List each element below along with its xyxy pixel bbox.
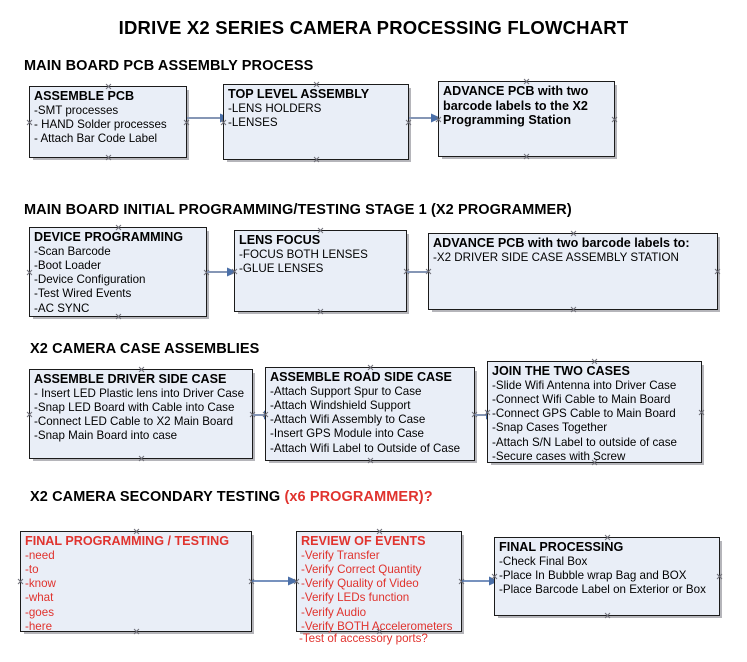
node-line: -Connect Wifi Cable to Main Board: [492, 392, 671, 406]
node-line: -goes: [25, 605, 55, 619]
section-header-3: X2 CAMERA CASE ASSEMBLIES: [30, 341, 259, 357]
node-line: -Connect LED Cable to X2 Main Board: [34, 415, 234, 429]
node-line: -Verify Correct Quantity: [301, 562, 422, 576]
node-title: FINAL PROGRAMMING / TESTING: [25, 534, 230, 548]
node-line: -SMT processes: [34, 103, 119, 117]
handle-bottom-icon: [604, 612, 611, 619]
node-title: ADVANCE PCB with two barcode labels to:: [433, 236, 690, 250]
node-title: ASSEMBLE PCB: [34, 89, 135, 103]
node-line: -LENS HOLDERS: [228, 101, 322, 115]
node-assemble-driver-side-case[interactable]: ASSEMBLE DRIVER SIDE CASE - Insert LED P…: [29, 369, 253, 459]
node-line: -Test Wired Events: [34, 287, 132, 301]
node-line: -AC SYNC: [34, 301, 90, 315]
node-line: -know: [25, 577, 56, 591]
node-line: -Place Barcode Label on Exterior or Box: [499, 583, 706, 597]
node-line: -Verify Audio: [301, 605, 367, 619]
page-title: IDRIVE X2 SERIES CAMERA PROCESSING FLOWC…: [118, 17, 629, 38]
handle-right-icon: [714, 268, 721, 275]
node-line: -Connect GPS Cable to Main Board: [492, 407, 676, 421]
section-header-2-text: MAIN BOARD INITIAL PROGRAMMING/TESTING S…: [24, 202, 572, 218]
node-assemble-road-side-case[interactable]: ASSEMBLE ROAD SIDE CASE -Attach Support …: [265, 367, 475, 461]
node-line: -need: [25, 548, 55, 562]
node-line: -Attach S/N Label to outside of case: [492, 435, 677, 449]
node-line: -Place In Bubble wrap Bag and BOX: [499, 568, 687, 582]
node-line: -Slide Wifi Antenna into Driver Case: [492, 378, 677, 392]
node-assemble-pcb[interactable]: ASSEMBLE PCB -SMT processes - HAND Solde…: [29, 86, 187, 158]
node-line: -X2 DRIVER SIDE CASE ASSEMBLY STATION: [433, 250, 679, 264]
node-line: -here: [25, 619, 53, 633]
node-line: -Snap Main Board into case: [34, 429, 178, 443]
handle-bottom-icon: [313, 156, 320, 163]
node-line: -Verify BOTH Accelerometers: [301, 619, 453, 633]
node-line: -Verify LEDs function: [301, 591, 410, 605]
node-line: -to: [25, 562, 39, 576]
node-overflow-line: -Test of accessory ports?: [299, 632, 428, 645]
node-line: - HAND Solder processes: [34, 117, 167, 131]
section-header-4-accent: (x6 PROGRAMMER)?: [284, 489, 433, 505]
node-advance-pcb-driver-case[interactable]: ADVANCE PCB with two barcode labels to: …: [428, 233, 718, 310]
handle-bottom-icon: [138, 455, 145, 462]
node-advance-pcb-station[interactable]: ADVANCE PCB with two barcode labels to t…: [438, 81, 615, 157]
node-line: - Attach Bar Code Label: [34, 132, 158, 146]
node-device-programming[interactable]: DEVICE PROGRAMMING -Scan Barcode -Boot L…: [29, 227, 207, 317]
node-line: -Boot Loader: [34, 258, 102, 272]
node-line: -Verify Quality of Video: [301, 577, 419, 591]
node-lens-focus[interactable]: LENS FOCUS -FOCUS BOTH LENSES -GLUE LENS…: [234, 230, 407, 312]
node-title: LENS FOCUS: [239, 233, 321, 247]
node-title: FINAL PROCESSING: [499, 540, 624, 554]
node-title: ADVANCE PCB with two barcode labels to t…: [443, 84, 589, 127]
node-title: REVIEW OF EVENTS: [301, 534, 426, 548]
section-header-4-text: X2 CAMERA SECONDARY TESTING: [30, 489, 285, 505]
node-line: -Scan Barcode: [34, 244, 111, 258]
node-line: -Secure cases with Screw: [492, 449, 626, 463]
section-header-1: MAIN BOARD PCB ASSEMBLY PROCESS: [24, 58, 313, 74]
connector-4-1: [252, 575, 299, 587]
node-line: -GLUE LENSES: [239, 261, 324, 275]
node-line: - Insert LED Plastic lens into Driver Ca…: [34, 386, 245, 400]
node-join-the-two-cases[interactable]: JOIN THE TWO CASES -Slide Wifi Antenna i…: [487, 361, 702, 463]
node-line: -FOCUS BOTH LENSES: [239, 247, 368, 261]
handle-bottom-icon: [317, 308, 324, 315]
handle-left-icon: [425, 268, 432, 275]
section-header-2: MAIN BOARD INITIAL PROGRAMMING/TESTING S…: [24, 202, 572, 218]
section-header-4: X2 CAMERA SECONDARY TESTING (x6 PROGRAMM…: [30, 489, 433, 505]
node-line: -Device Configuration: [34, 273, 146, 287]
node-title: DEVICE PROGRAMMING: [34, 230, 184, 244]
node-title: ASSEMBLE DRIVER SIDE CASE: [34, 372, 227, 386]
handle-bottom-icon: [523, 153, 530, 160]
node-line: -Attach Wifi Assembly to Case: [270, 413, 426, 427]
node-line: -Snap Cases Together: [492, 421, 608, 435]
handle-bottom-icon: [105, 154, 112, 161]
node-line: -Insert GPS Module into Case: [270, 427, 425, 441]
node-line: -what: [25, 591, 54, 605]
node-title: ASSEMBLE ROAD SIDE CASE: [270, 370, 452, 384]
node-line: -Snap LED Board with Cable into Case: [34, 400, 235, 414]
node-line: -Verify Transfer: [301, 548, 380, 562]
node-line: -LENSES: [228, 115, 278, 129]
node-title: TOP LEVEL ASSEMBLY: [228, 87, 370, 101]
node-final-programming-testing[interactable]: FINAL PROGRAMMING / TESTING -need -to -k…: [20, 531, 252, 633]
node-review-of-events[interactable]: REVIEW OF EVENTS -Verify Transfer -Verif…: [296, 531, 462, 633]
node-title: JOIN THE TWO CASES: [492, 364, 630, 378]
node-line: -Attach Support Spur to Case: [270, 384, 422, 398]
handle-bottom-icon: [367, 457, 374, 464]
node-line: -Attach Wifi Label to Outside of Case: [270, 441, 461, 455]
node-top-level-assembly[interactable]: TOP LEVEL ASSEMBLY -LENS HOLDERS -LENSES: [223, 84, 409, 160]
node-line: -Attach Windshield Support: [270, 398, 411, 412]
node-line: -Check Final Box: [499, 554, 588, 568]
node-final-processing[interactable]: FINAL PROCESSING -Check Final Box -Place…: [494, 537, 720, 616]
section-header-3-text: X2 CAMERA CASE ASSEMBLIES: [30, 341, 260, 357]
section-header-1-text: MAIN BOARD PCB ASSEMBLY PROCESS: [24, 58, 314, 74]
handle-bottom-icon: [570, 306, 577, 313]
